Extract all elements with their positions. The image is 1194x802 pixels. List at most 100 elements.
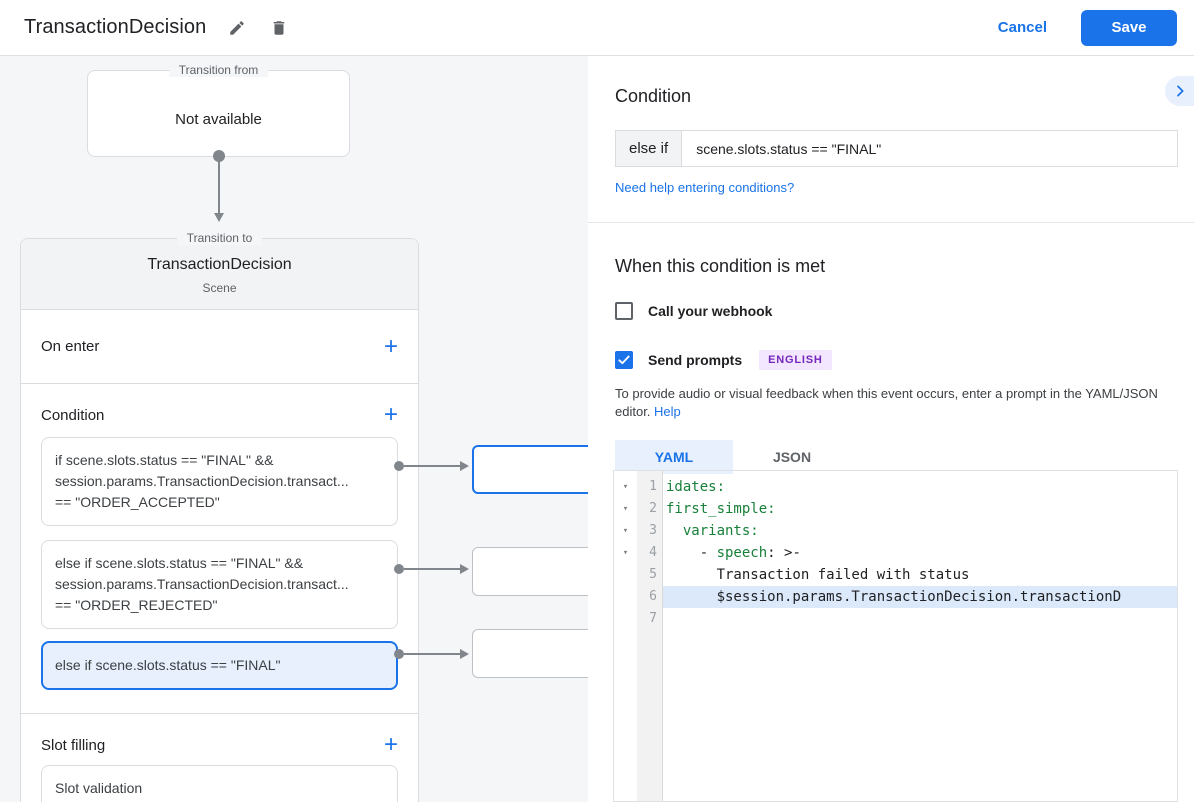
connector-line bbox=[404, 568, 460, 570]
condition-expression-input[interactable]: scene.slots.status == "FINAL" bbox=[696, 140, 882, 157]
delete-scene-button[interactable] bbox=[262, 11, 296, 45]
condition-line: if scene.slots.status == "FINAL" && bbox=[55, 452, 274, 468]
code-token: first_simple: bbox=[666, 501, 776, 517]
help-link[interactable]: Help bbox=[654, 404, 681, 419]
arrow-down-icon bbox=[214, 213, 224, 222]
connector-dot bbox=[394, 564, 404, 574]
condition-line: session.params.TransactionDecision.trans… bbox=[55, 473, 349, 489]
transition-from-legend: Transition from bbox=[168, 63, 269, 77]
connector-line bbox=[404, 465, 460, 467]
condition-line: session.params.TransactionDecision.trans… bbox=[55, 576, 349, 592]
editor-fold-gutter: ▾ ▾ ▾ ▾ bbox=[614, 471, 637, 801]
editor-format-tabs: YAML JSON bbox=[615, 440, 1194, 474]
tab-yaml[interactable]: YAML bbox=[615, 440, 733, 474]
code-line bbox=[663, 608, 1177, 630]
code-token: : >- bbox=[767, 545, 801, 561]
page-title: TransactionDecision bbox=[24, 16, 207, 38]
condition-input-row: else if scene.slots.status == "FINAL" bbox=[615, 130, 1178, 167]
add-condition-button[interactable]: + bbox=[383, 401, 398, 428]
line-number: 3 bbox=[649, 523, 657, 538]
prompt-editor-description: To provide audio or visual feedback when… bbox=[615, 385, 1178, 421]
condition-label: Condition bbox=[41, 406, 105, 424]
edit-title-button[interactable] bbox=[220, 11, 254, 45]
condition-card-rejected[interactable]: else if scene.slots.status == "FINAL" &&… bbox=[41, 540, 398, 629]
code-line: variants: bbox=[663, 520, 1177, 542]
when-condition-heading: When this condition is met bbox=[615, 256, 826, 276]
code-line: - speech: >- bbox=[663, 542, 1177, 564]
transition-target-box[interactable] bbox=[472, 629, 588, 678]
scene-subtitle: Scene bbox=[202, 281, 237, 295]
fold-toggle bbox=[614, 586, 637, 608]
on-enter-label: On enter bbox=[41, 338, 100, 355]
checkmark-icon bbox=[618, 355, 630, 365]
condition-line: == "ORDER_ACCEPTED" bbox=[55, 494, 220, 510]
condition-section-header: Condition + bbox=[21, 401, 418, 428]
slot-validation-card[interactable]: Slot validation bbox=[41, 765, 398, 802]
fold-toggle[interactable]: ▾ bbox=[622, 504, 629, 514]
top-bar: TransactionDecision Cancel Save bbox=[0, 0, 1194, 56]
tab-json[interactable]: JSON bbox=[772, 449, 812, 465]
arrow-right-icon bbox=[460, 564, 469, 574]
condition-prefix-label: else if bbox=[616, 131, 683, 166]
code-token: Transaction failed with status bbox=[666, 567, 970, 583]
scene-title: TransactionDecision bbox=[147, 256, 292, 273]
line-number: 6 bbox=[649, 589, 657, 604]
slot-filling-label: Slot filling bbox=[41, 736, 106, 754]
save-button[interactable]: Save bbox=[1081, 9, 1177, 46]
transition-from-value: Not available bbox=[175, 111, 262, 128]
line-number: 1 bbox=[649, 479, 657, 494]
fold-toggle bbox=[614, 608, 637, 630]
scene-flow-canvas: Transition from Not available Transition… bbox=[0, 56, 588, 802]
fold-toggle[interactable]: ▾ bbox=[622, 526, 629, 536]
send-prompts-label: Send prompts bbox=[648, 352, 743, 368]
call-webhook-checkbox[interactable] bbox=[615, 302, 633, 320]
fold-toggle bbox=[614, 564, 637, 586]
yaml-code-editor[interactable]: ▾ ▾ ▾ ▾ 1 2 3 4 5 6 7 idates: first_simp… bbox=[613, 470, 1178, 802]
collapse-panel-button[interactable] bbox=[1165, 76, 1194, 106]
topbar-actions: Cancel Save bbox=[997, 9, 1177, 46]
conditions-help-link[interactable]: Need help entering conditions? bbox=[615, 180, 795, 195]
add-on-enter-button[interactable]: + bbox=[383, 332, 398, 360]
connector-dot bbox=[394, 649, 404, 659]
chevron-right-icon bbox=[1176, 85, 1184, 97]
line-number: 4 bbox=[649, 545, 657, 560]
webhook-row: Call your webhook bbox=[615, 302, 1194, 320]
send-prompts-checkbox[interactable] bbox=[615, 351, 633, 369]
code-line: idates: bbox=[663, 476, 1177, 498]
condition-line: else if scene.slots.status == "FINAL" bbox=[55, 657, 281, 673]
condition-line: else if scene.slots.status == "FINAL" && bbox=[55, 555, 304, 571]
scene-header[interactable]: TransactionDecision Scene bbox=[21, 239, 418, 310]
fold-toggle[interactable]: ▾ bbox=[622, 548, 629, 558]
code-line: first_simple: bbox=[663, 498, 1177, 520]
line-number: 5 bbox=[649, 567, 657, 582]
condition-card-accepted[interactable]: if scene.slots.status == "FINAL" && sess… bbox=[41, 437, 398, 526]
slot-filling-section-header: Slot filling + bbox=[21, 731, 418, 758]
connector-dot bbox=[394, 461, 404, 471]
description-text: To provide audio or visual feedback when… bbox=[615, 386, 1158, 419]
section-divider bbox=[21, 713, 418, 714]
code-token: $session.params.TransactionDecision.tran… bbox=[666, 589, 1122, 605]
connector-line bbox=[404, 653, 460, 655]
editor-code-area[interactable]: idates: first_simple: variants: - speech… bbox=[663, 471, 1177, 801]
pencil-icon bbox=[230, 20, 245, 35]
arrow-right-icon bbox=[460, 461, 469, 471]
code-token: idates: bbox=[666, 479, 726, 495]
language-badge: ENGLISH bbox=[759, 350, 832, 370]
transition-from-box[interactable]: Transition from Not available bbox=[87, 63, 350, 157]
call-webhook-label: Call your webhook bbox=[648, 303, 773, 319]
code-token: speech bbox=[716, 545, 768, 561]
line-number: 7 bbox=[649, 611, 657, 626]
condition-card-final-selected[interactable]: else if scene.slots.status == "FINAL" bbox=[41, 641, 398, 690]
fold-toggle[interactable]: ▾ bbox=[622, 482, 629, 492]
transition-to-box: Transition to TransactionDecision Scene … bbox=[20, 231, 419, 802]
code-line: Transaction failed with status bbox=[663, 564, 1177, 586]
add-slot-button[interactable]: + bbox=[383, 731, 398, 758]
cancel-button[interactable]: Cancel bbox=[997, 19, 1047, 36]
panel-condition-heading: Condition bbox=[615, 86, 692, 106]
on-enter-section: On enter + bbox=[21, 310, 418, 384]
transition-target-box[interactable] bbox=[472, 547, 588, 596]
code-token: variants: bbox=[666, 523, 759, 539]
code-token: - bbox=[666, 545, 717, 561]
transition-target-box-selected[interactable] bbox=[472, 445, 588, 494]
condition-line: == "ORDER_REJECTED" bbox=[55, 597, 218, 613]
